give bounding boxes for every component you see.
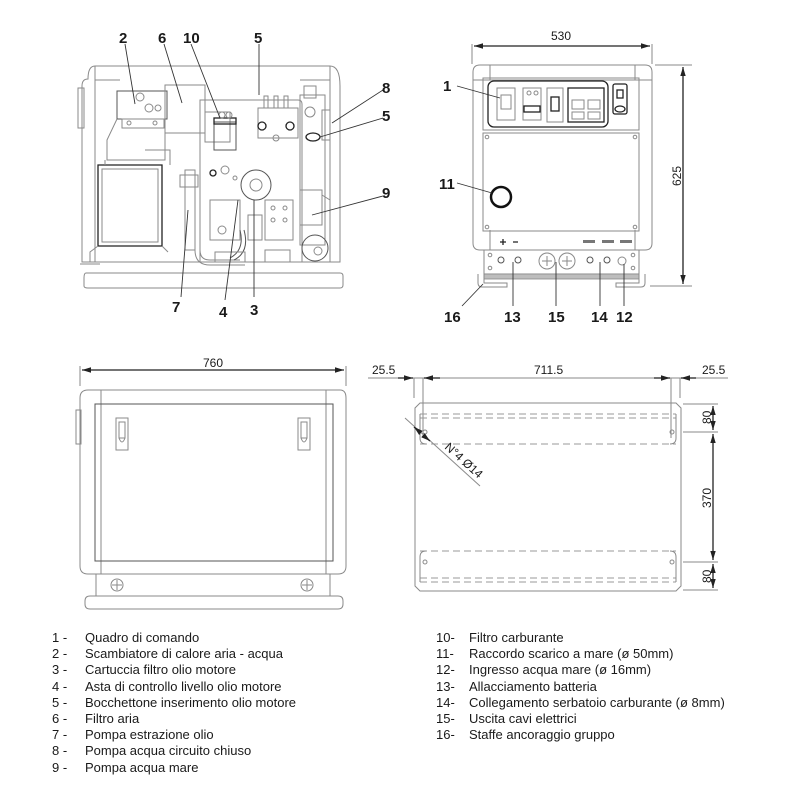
base-hole-note: N°4 Ø14 — [442, 440, 486, 482]
legend-item: 12- Ingresso acqua mare (ø 16mm) — [436, 662, 725, 678]
callout-5-top: 5 — [254, 30, 262, 47]
rear-view: 760 — [75, 356, 347, 610]
callout-12: 12 — [616, 309, 633, 326]
legend-text: Pompa acqua circuito chiuso — [85, 743, 252, 759]
legend-text: Filtro carburante — [469, 630, 564, 645]
callout-8: 8 — [382, 80, 390, 97]
legend-number: 9 - — [52, 759, 68, 775]
legend-number: 13- — [436, 678, 455, 694]
legend-text: Uscita cavi elettrici — [469, 711, 577, 727]
legend-item: 5 - Bocchettone inserimento olio motore — [52, 695, 296, 711]
side-view: 2 6 10 5 8 5 9 7 4 3 — [77, 30, 390, 321]
callout-15: 15 — [548, 309, 565, 326]
legend-text: Allacciamento batteria — [469, 678, 597, 694]
legend-text: Filtro aria — [85, 711, 140, 727]
legend-text: Asta di controllo livello olio motore — [85, 678, 282, 694]
legend-number: 15- — [436, 711, 455, 727]
front-view: 530 625 — [439, 29, 692, 326]
legend-number: 6 - — [52, 711, 68, 727]
legend-item: 15- Uscita cavi elettrici — [436, 711, 725, 727]
legend-text: Scambiatore di calore aria - acqua — [85, 646, 283, 662]
callout-1: 1 — [443, 78, 451, 95]
callout-16: 16 — [444, 309, 461, 326]
legend-item: 16- Staffe ancoraggio gruppo — [436, 727, 725, 743]
legend-number: 1 - — [52, 630, 68, 645]
legend-item: 8 - Pompa acqua circuito chiuso — [52, 743, 296, 759]
callout-11: 11 — [439, 176, 455, 193]
legend-number: 16- — [436, 727, 455, 743]
legend-text: Pompa acqua mare — [85, 759, 199, 775]
legend-text: Raccordo scarico a mare (ø 50mm) — [469, 646, 674, 662]
legend-number: 7 - — [52, 727, 68, 743]
legend-number: 11- — [436, 646, 454, 662]
legend-text: Ingresso acqua mare (ø 16mm) — [469, 662, 652, 678]
legend-text: Staffe ancoraggio gruppo — [469, 727, 615, 743]
callout-9: 9 — [382, 185, 390, 202]
base-view: 25.5 711.5 25.5 N°4 Ø14 80 370 80 — [368, 363, 728, 592]
callout-3: 3 — [250, 302, 258, 319]
base-bottom-rail-dimension: 80 — [700, 569, 714, 583]
callout-7: 7 — [172, 299, 180, 316]
legend-left: 1 - Quadro di comando 2 - Scambiatore di c… — [52, 630, 296, 776]
legend-item: 7 - Pompa estrazione olio — [52, 727, 296, 743]
legend-text: Pompa estrazione olio — [85, 727, 214, 743]
legend-item: 1 - Quadro di comando — [52, 630, 296, 646]
legend-number: 12- — [436, 662, 455, 678]
front-height-dimension: 625 — [670, 166, 684, 186]
legend-text: Collegamento serbatoio carburante (ø 8mm… — [469, 694, 725, 710]
front-width-dimension: 530 — [551, 29, 571, 43]
legend-item: 2 - Scambiatore di calore aria - acqua — [52, 646, 296, 662]
base-top-rail-dimension: 80 — [700, 410, 714, 424]
base-hole-spacing: 711.5 — [534, 363, 563, 377]
legend-number: 8 - — [52, 743, 68, 759]
base-right-offset: 25.5 — [702, 363, 726, 377]
legend-item: 11- Raccordo scarico a mare (ø 50mm) — [436, 646, 725, 662]
legend-item: 4 - Asta di controllo livello olio motore — [52, 679, 296, 695]
rear-width-dimension: 760 — [203, 356, 223, 370]
base-left-offset: 25.5 — [372, 363, 396, 377]
legend-text: Quadro di comando — [85, 630, 200, 645]
legend-text: Bocchettone inserimento olio motore — [85, 694, 297, 710]
legend-right: 10- Filtro carburante 11- Raccordo scarico… — [436, 630, 725, 743]
legend-number: 5 - — [52, 694, 68, 710]
callout-10: 10 — [183, 30, 200, 47]
callout-14: 14 — [591, 309, 608, 326]
legend-item: 13- Allacciamento batteria — [436, 679, 725, 695]
callout-13: 13 — [504, 309, 521, 326]
legend-number: 3 - — [52, 662, 68, 678]
base-middle-span-dimension: 370 — [700, 488, 714, 508]
legend-item: 3 - Cartuccia filtro olio motore — [52, 662, 296, 678]
legend-number: 4 - — [52, 678, 68, 694]
callout-2: 2 — [119, 30, 127, 47]
legend-number: 2 - — [52, 646, 68, 662]
legend-item: 14- Collegamento serbatoio carburante (ø … — [436, 695, 725, 711]
callout-6: 6 — [158, 30, 166, 47]
legend-text: Cartuccia filtro olio motore — [85, 662, 236, 678]
legend-item: 10- Filtro carburante — [436, 630, 725, 646]
legend-item: 6 - Filtro aria — [52, 711, 296, 727]
legend-number: 10- — [436, 630, 455, 645]
callout-4: 4 — [219, 304, 228, 321]
legend-number: 14- — [436, 694, 455, 710]
callout-5-right: 5 — [382, 108, 390, 125]
legend-item: 9 - Pompa acqua mare — [52, 760, 296, 776]
